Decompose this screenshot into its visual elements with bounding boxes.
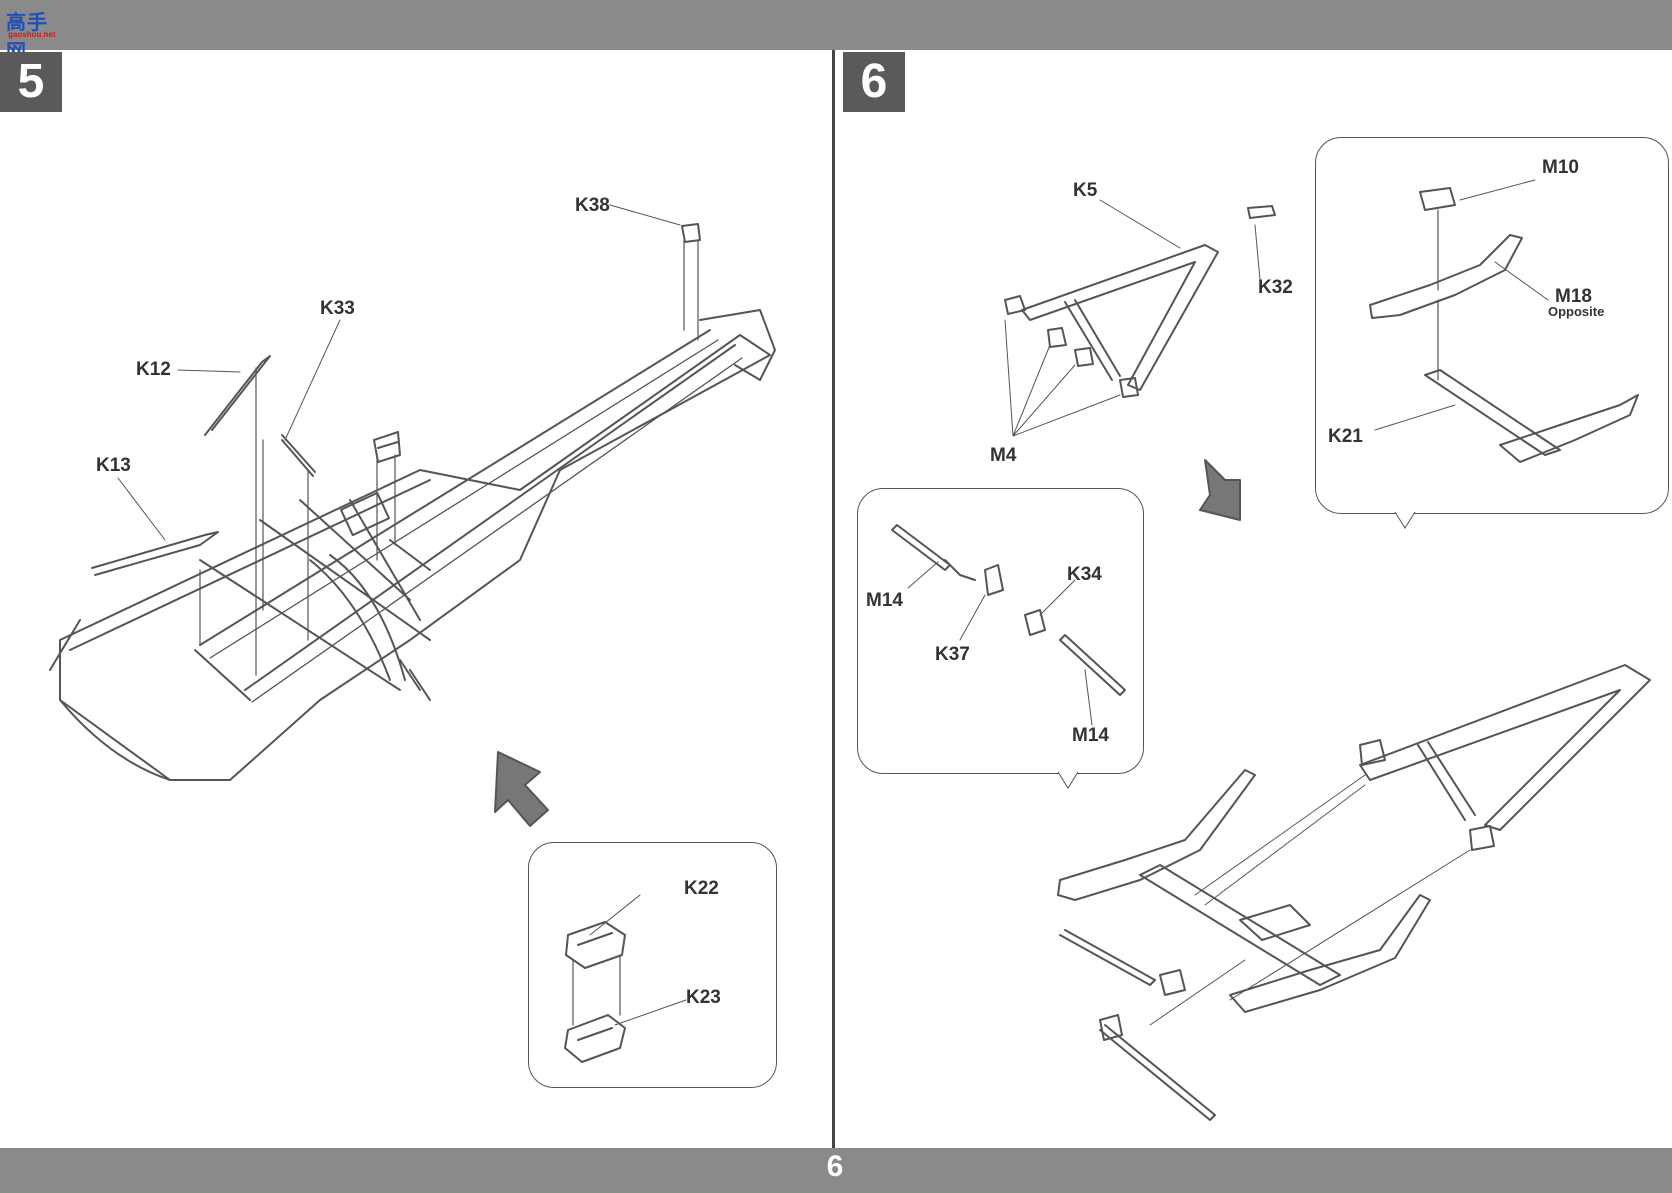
top-bar: 高手网 gaoshou.net — [0, 0, 1672, 63]
label-m4: M4 — [990, 445, 1017, 466]
part-k38-drawing — [681, 223, 701, 243]
page-number: 6 — [826, 1150, 844, 1183]
part-k22-drawing — [565, 921, 626, 969]
step-5-badge: 5 — [0, 52, 62, 112]
part-m10-drawing — [1419, 187, 1456, 211]
a-frame-k5-drawing — [1004, 244, 1219, 398]
part-m18-drawing — [1369, 234, 1523, 319]
part-k33-drawing — [281, 434, 316, 477]
part-k21-drawing — [1424, 369, 1561, 456]
part-k32-drawing — [1247, 205, 1276, 219]
callout-box-m14-k37 — [857, 488, 1144, 774]
label-k22: K22 — [684, 878, 719, 899]
label-k13: K13 — [96, 455, 131, 476]
label-m18: M18 — [1555, 286, 1592, 307]
part-k13-drawing — [91, 531, 219, 576]
chassis-frame-illustration — [49, 309, 776, 781]
logo-subtext: gaoshou.net — [8, 30, 56, 39]
label-k32: K32 — [1258, 277, 1293, 298]
label-k12: K12 — [136, 359, 171, 380]
label-opposite: Opposite — [1548, 304, 1605, 319]
label-m14-left: M14 — [866, 590, 903, 611]
callout-box-k22-k23 — [528, 842, 777, 1088]
label-m10: M10 — [1542, 157, 1579, 178]
label-k21: K21 — [1328, 426, 1363, 447]
part-small-block-drawing — [373, 431, 401, 463]
part-k12-drawing — [204, 355, 271, 436]
label-k38: K38 — [575, 195, 610, 216]
step-6-badge: 6 — [843, 52, 905, 112]
callout-box-m10-m18 — [1315, 137, 1669, 514]
part-k23-drawing — [564, 1014, 626, 1063]
part-k34-drawing — [1024, 609, 1046, 636]
part-k37-drawing — [984, 564, 1004, 596]
label-k23: K23 — [686, 987, 721, 1008]
label-k33: K33 — [320, 298, 355, 319]
part-m14-right-drawing — [1059, 634, 1126, 696]
page-divider — [832, 50, 835, 1148]
bottom-bar — [0, 1148, 1672, 1193]
label-k34: K34 — [1067, 564, 1102, 585]
rear-axle-assembly-drawing — [1057, 664, 1651, 1121]
part-m14-left-drawing — [891, 524, 976, 581]
label-k37: K37 — [935, 644, 970, 665]
label-k5: K5 — [1073, 180, 1098, 201]
label-m14-right: M14 — [1072, 725, 1109, 746]
